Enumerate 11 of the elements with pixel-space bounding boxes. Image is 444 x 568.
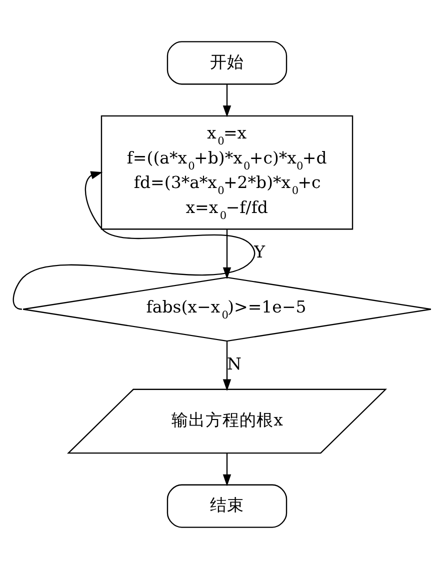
arrow <box>222 228 232 279</box>
node-box: x$_{0}$=x f=((a*x$_{0}$+b)*x$_{0}$+c)*x$_{0}$+d fd=(3*a*x$_{0}$+2*b)*x$_{0}$+c x=x$_{0}$−f/fd <box>100 114 354 230</box>
arrow <box>222 452 232 486</box>
edge-label: Y <box>254 242 266 262</box>
arrow <box>12 170 256 310</box>
node-box: 开始 <box>166 40 288 84</box>
arrow <box>222 341 232 390</box>
node-diamond: fabs(x−x$_{0}$)>=1e−5 <box>22 276 432 342</box>
node-box: 结束 <box>166 484 288 528</box>
arrow <box>222 84 232 117</box>
edge-label: N <box>227 354 242 374</box>
